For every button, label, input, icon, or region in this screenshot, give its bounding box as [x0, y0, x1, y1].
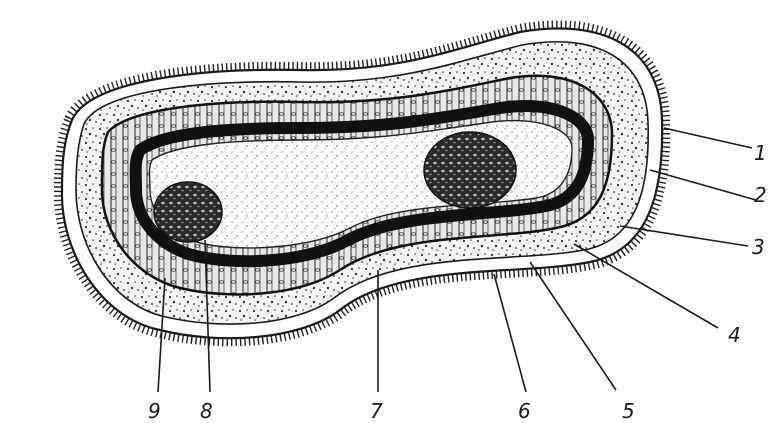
- label-3: 3: [752, 235, 765, 259]
- leader-line-2: [650, 170, 756, 200]
- left-cell-cluster: [154, 182, 222, 242]
- leader-line-5: [530, 262, 616, 390]
- label-1: 1: [754, 141, 767, 165]
- label-6: 6: [518, 399, 531, 423]
- right-cell-cluster: [424, 132, 516, 208]
- label-2: 2: [754, 183, 767, 207]
- leader-line-4: [574, 244, 718, 328]
- leader-line-6: [494, 274, 526, 392]
- label-7: 7: [370, 399, 383, 423]
- leader-line-1: [664, 128, 752, 148]
- label-4: 4: [728, 323, 741, 347]
- label-9: 9: [148, 399, 161, 423]
- label-8: 8: [200, 399, 213, 423]
- label-5: 5: [622, 399, 635, 423]
